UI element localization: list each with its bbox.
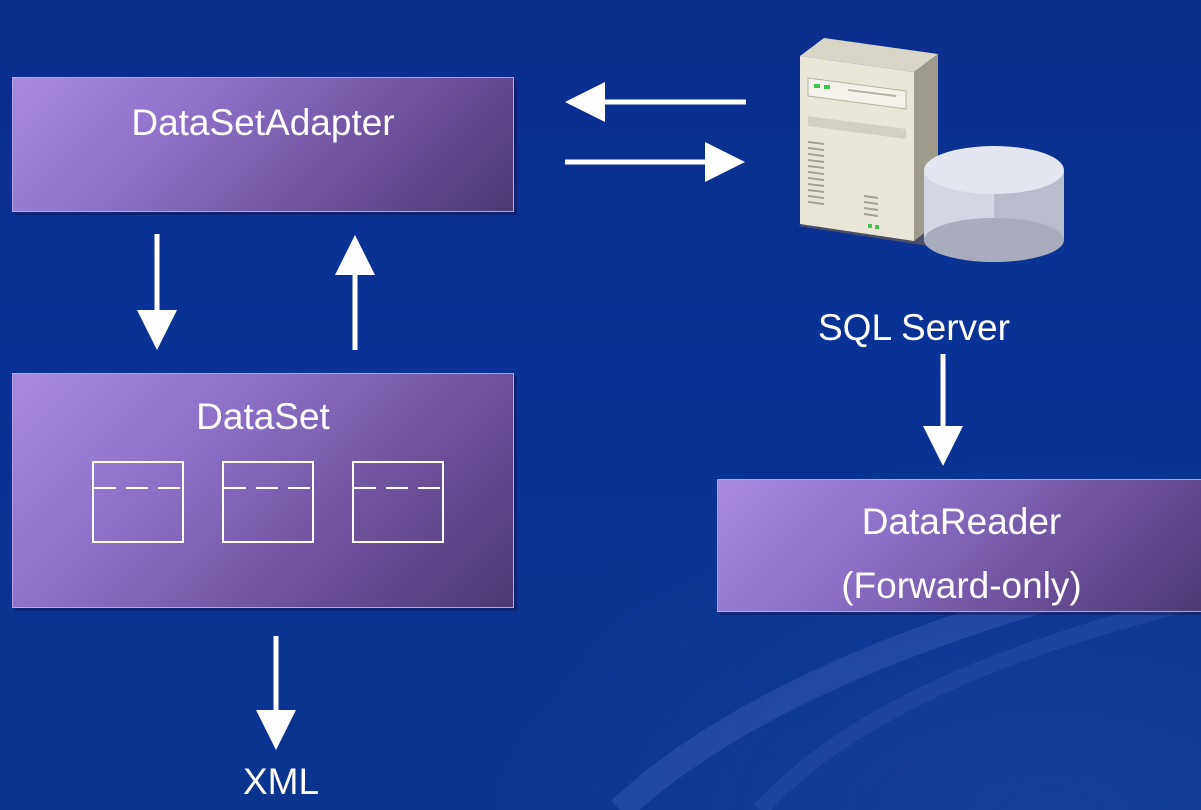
dataset-tables (92, 461, 452, 545)
server-database-icon (798, 38, 1064, 262)
data-reader-sublabel: (Forward-only) (841, 565, 1082, 606)
data-reader-box: DataReader (Forward-only) (717, 479, 1201, 612)
data-reader-label: DataReader (861, 501, 1062, 542)
dataset-label: DataSet (196, 396, 330, 437)
table-icon (352, 461, 446, 543)
sql-server-label: SQL Server (818, 307, 1010, 348)
dataset-adapter-box: DataSetAdapter (12, 77, 514, 212)
table-icon (92, 461, 186, 543)
dataset-adapter-label: DataSetAdapter (131, 102, 395, 143)
xml-label: XML (243, 761, 320, 802)
table-icon (222, 461, 316, 543)
dataset-box: DataSet (12, 373, 514, 608)
